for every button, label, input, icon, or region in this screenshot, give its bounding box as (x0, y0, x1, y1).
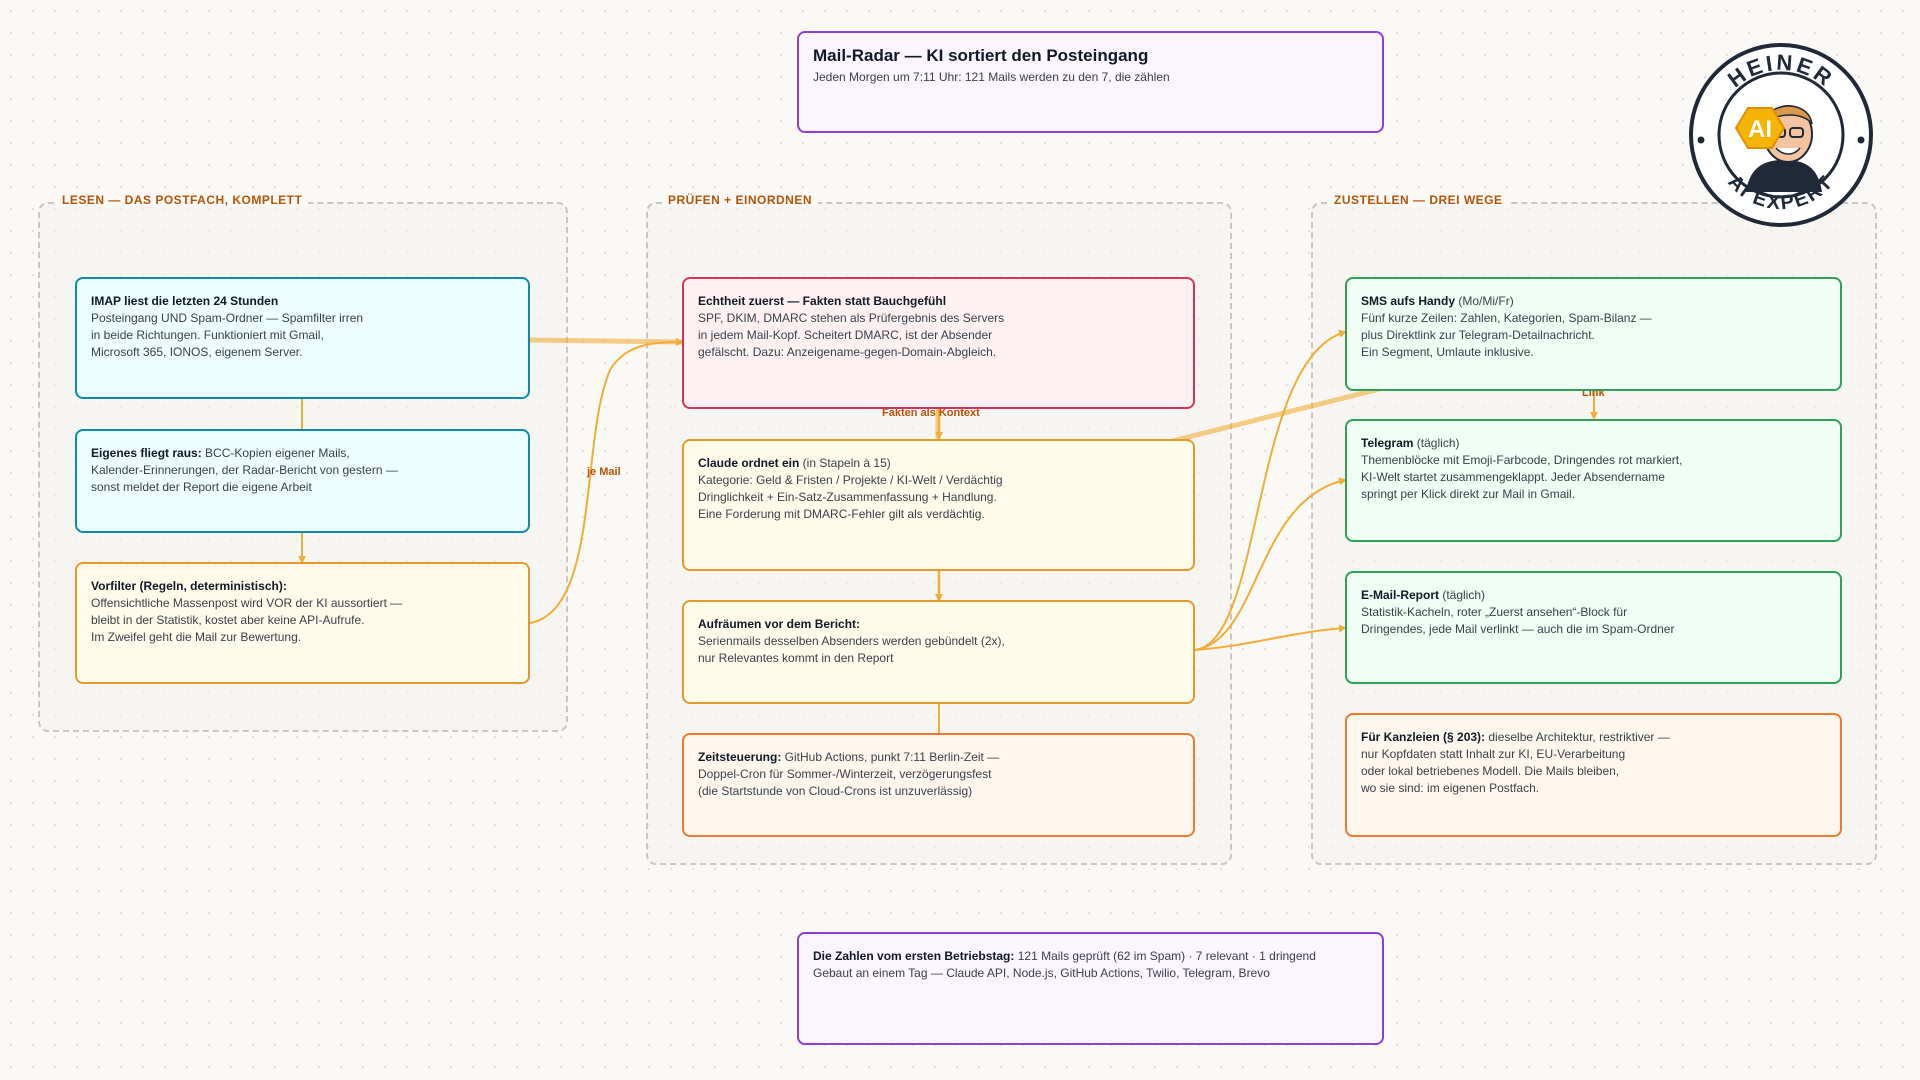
node-vorfilter-line-3: Im Zweifel geht die Mail zur Bewertung. (91, 630, 302, 644)
node-eigenes-line-1: BCC-Kopien eigener Mails, (201, 446, 350, 460)
header-box: Mail-Radar — KI sortiert den Posteingang… (797, 31, 1384, 133)
node-vorfilter: Vorfilter (Regeln, deterministisch): Off… (75, 562, 530, 684)
node-zeit-line-2: Doppel-Cron für Sommer-/Winterzeit, verz… (698, 767, 992, 781)
node-zeit-line-1: GitHub Actions, punkt 7:11 Berlin-Zeit — (781, 750, 1000, 764)
node-claude-title: Claude ordnet ein (698, 456, 800, 470)
edge-aufraeumen-email (1194, 624, 1347, 651)
node-email: E-Mail-Report (täglich) Statistik-Kachel… (1345, 571, 1842, 684)
node-aufraeumen-title: Aufräumen vor dem Bericht: (698, 617, 861, 631)
node-sms-suffix: (Mo/Mi/Fr) (1455, 294, 1514, 308)
node-eigenes-line-3: sonst meldet der Report die eigene Arbei… (91, 480, 312, 494)
node-telegram-title: Telegram (1361, 436, 1414, 450)
edge-aufraeumen-telegram (1194, 477, 1347, 651)
node-vorfilter-line-2: bleibt in der Statistik, kostet aber kei… (91, 613, 365, 627)
logo-badge: AI (1748, 116, 1772, 143)
node-echtheit-line-1: SPF, DKIM, DMARC stehen als Prüfergebnis… (698, 311, 1005, 325)
node-telegram-line-2: KI-Welt startet zusammengeklappt. Jeder … (1361, 470, 1665, 484)
node-kanzlei-line-2: nur Kopfdaten statt Inhalt zur KI, EU-Ve… (1361, 747, 1626, 761)
footer-line-1: 121 Mails geprüft (62 im Spam) · 7 relev… (1014, 949, 1316, 963)
node-kanzlei-line-3: oder lokal betriebenes Modell. Die Mails… (1361, 764, 1620, 778)
node-aufraeumen-line-1: Serienmails desselben Absenders werden g… (698, 634, 1005, 648)
node-telegram-line-3: springt per Klick direkt zur Mail in Gma… (1361, 487, 1576, 501)
footer-title: Die Zahlen vom ersten Betriebstag: (813, 949, 1015, 963)
node-sms: SMS aufs Handy (Mo/Mi/Fr) Fünf kurze Zei… (1345, 277, 1842, 391)
node-kanzlei-title: Für Kanzleien (§ 203): (1361, 730, 1486, 744)
node-vorfilter-title: Vorfilter (Regeln, deterministisch): (91, 579, 287, 593)
node-eigenes-line-2: Kalender-Erinnerungen, der Radar-Bericht… (91, 463, 398, 477)
node-vorfilter-line-1: Offensichtliche Massenpost wird VOR der … (91, 596, 403, 610)
node-kanzlei-line-1: dieselbe Architektur, restriktiver — (1485, 730, 1670, 744)
node-zeit-line-3: (die Startstunde von Cloud-Crons ist unz… (698, 784, 973, 798)
node-zeit-title: Zeitsteuerung: (698, 750, 782, 764)
node-email-suffix: (täglich) (1439, 588, 1486, 602)
node-echtheit-title: Echtheit zuerst — Fakten statt Bauchgefü… (698, 294, 947, 308)
node-telegram-line-1: Themenblöcke mit Emoji-Farbcode, Dringen… (1361, 453, 1683, 467)
group-label-pruefen: PRÜFEN + EINORDNEN (662, 193, 819, 207)
logo-emblem: HEINER AI EXPERT AI (1689, 43, 1873, 227)
edge-vorfilter-echtheit (529, 338, 684, 624)
node-imap-line-2: in beide Richtungen. Funktioniert mit Gm… (91, 328, 324, 342)
node-imap-line-1: Posteingang UND Spam-Ordner — Spamfilter… (91, 311, 364, 325)
edge-label-fakten: Fakten als Kontext (882, 407, 980, 419)
edge-label-je-mail: je Mail (586, 466, 621, 478)
node-imap-title: IMAP liest die letzten 24 Stunden (91, 294, 279, 308)
node-claude-line-1: Kategorie: Geld & Fristen / Projekte / K… (698, 473, 1003, 487)
page-subtitle: Jeden Morgen um 7:11 Uhr: 121 Mails werd… (813, 70, 1170, 84)
node-email-line-1: Statistik-Kacheln, roter „Zuerst ansehen… (1361, 605, 1628, 619)
node-eigenes-title: Eigenes fliegt raus: (91, 446, 202, 460)
node-imap-line-3: Microsoft 365, IONOS, eigenem Server. (91, 345, 303, 359)
group-label-zustellen: ZUSTELLEN — DREI WEGE (1328, 193, 1509, 207)
node-email-title: E-Mail-Report (1361, 588, 1439, 602)
node-sms-line-2: plus Direktlink zur Telegram-Detailnachr… (1361, 328, 1595, 342)
logo: HEINER AI EXPERT AI (1688, 42, 1874, 228)
node-echtheit-line-3: gefälscht. Dazu: Anzeigename-gegen-Domai… (698, 345, 997, 359)
node-sms-title: SMS aufs Handy (1361, 294, 1456, 308)
node-sms-line-3: Ein Segment, Umlaute inklusive. (1361, 345, 1534, 359)
node-telegram: Telegram (täglich) Themenblöcke mit Emoj… (1345, 419, 1842, 542)
group-label-lesen: LESEN — DAS POSTFACH, KOMPLETT (56, 193, 309, 207)
node-sms-line-1: Fünf kurze Zeilen: Zahlen, Kategorien, S… (1361, 311, 1652, 325)
node-eigenes: Eigenes fliegt raus: BCC-Kopien eigener … (75, 429, 530, 533)
edge-aufraeumen-sms (1194, 329, 1347, 651)
node-claude-line-2: Dringlichkeit + Ein-Satz-Zusammenfassung… (698, 490, 997, 504)
node-zeit: Zeitsteuerung: GitHub Actions, punkt 7:1… (682, 733, 1195, 837)
node-kanzlei-line-4: wo sie sind: im eigenen Postfach. (1361, 781, 1540, 795)
node-aufraeumen: Aufräumen vor dem Bericht: Serienmails d… (682, 600, 1195, 704)
node-claude: Claude ordnet ein (in Stapeln à 15) Kate… (682, 439, 1195, 571)
page-title: Mail-Radar — KI sortiert den Posteingang (813, 46, 1149, 65)
node-echtheit: Echtheit zuerst — Fakten statt Bauchgefü… (682, 277, 1195, 409)
node-email-line-2: Dringendes, jede Mail verlinkt — auch di… (1361, 622, 1675, 636)
node-imap: IMAP liest die letzten 24 Stunden Postei… (75, 277, 530, 399)
node-aufraeumen-line-2: nur Relevantes kommt in den Report (698, 651, 894, 665)
node-kanzlei: Für Kanzleien (§ 203): dieselbe Architek… (1345, 713, 1842, 837)
footer-line-2: Gebaut an einem Tag — Claude API, Node.j… (813, 966, 1270, 980)
node-claude-suffix: (in Stapeln à 15) (799, 456, 891, 470)
footer-box: Die Zahlen vom ersten Betriebstag: 121 M… (797, 932, 1384, 1045)
node-echtheit-line-2: in jedem Mail-Kopf. Scheitert DMARC, ist… (698, 328, 993, 342)
node-claude-line-3: Eine Forderung mit DMARC-Fehler gilt als… (698, 507, 985, 521)
node-telegram-suffix: (täglich) (1413, 436, 1460, 450)
